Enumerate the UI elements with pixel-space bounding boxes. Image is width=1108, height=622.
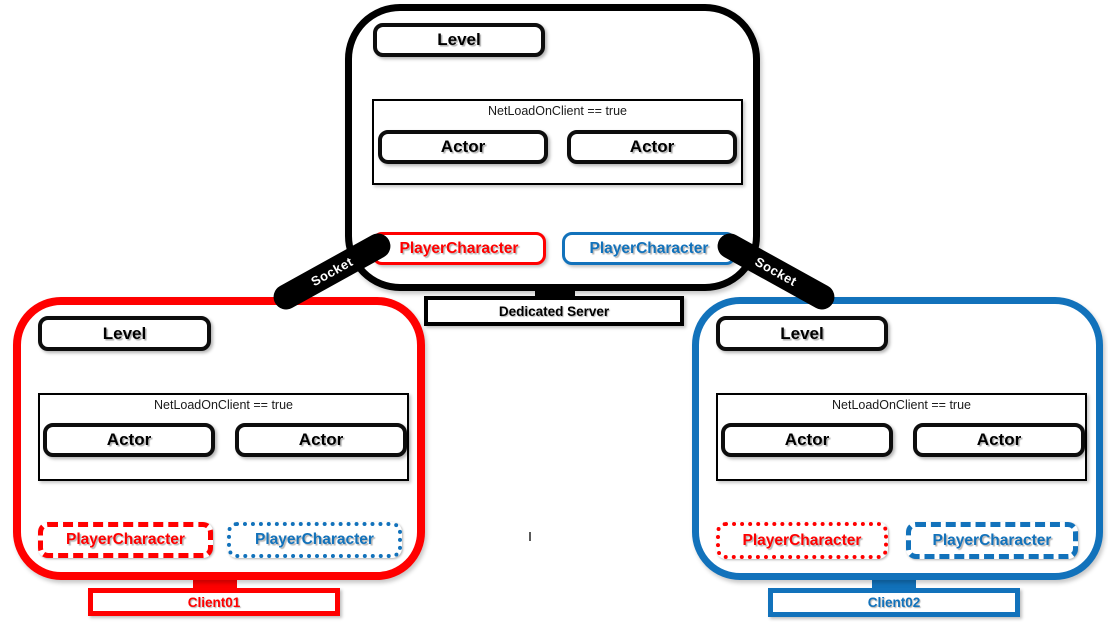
client01-playercharacter-blue: PlayerCharacter [227,522,402,558]
server-actor-box-right: Actor [567,130,737,164]
client02-actor-box-left: Actor [721,423,893,457]
server-playercharacter-red: PlayerCharacter [372,232,546,265]
server-level-box: Level [373,23,545,57]
server-netloadonclient-label: NetLoadOnClient == true [488,104,627,118]
client01-level-box: Level [38,316,211,351]
client02-actor-box-right: Actor [913,423,1085,457]
client01-playercharacter-red: PlayerCharacter [38,522,213,558]
server-actor-box-left: Actor [378,130,548,164]
dedicated-server-label: Dedicated Server [424,296,684,326]
client02-label: Client02 [768,588,1020,617]
client02-level-box: Level [716,316,888,351]
client01-actor-box-left: Actor [43,423,215,457]
client01-actor-box-right: Actor [235,423,407,457]
client01-netloadonclient-label: NetLoadOnClient == true [154,398,293,412]
client02-netloadonclient-label: NetLoadOnClient == true [832,398,971,412]
client02-playercharacter-red: PlayerCharacter [716,522,888,559]
stray-mark [529,532,531,541]
client02-playercharacter-blue: PlayerCharacter [906,522,1078,559]
server-playercharacter-blue: PlayerCharacter [562,232,736,265]
client01-label: Client01 [88,588,340,616]
